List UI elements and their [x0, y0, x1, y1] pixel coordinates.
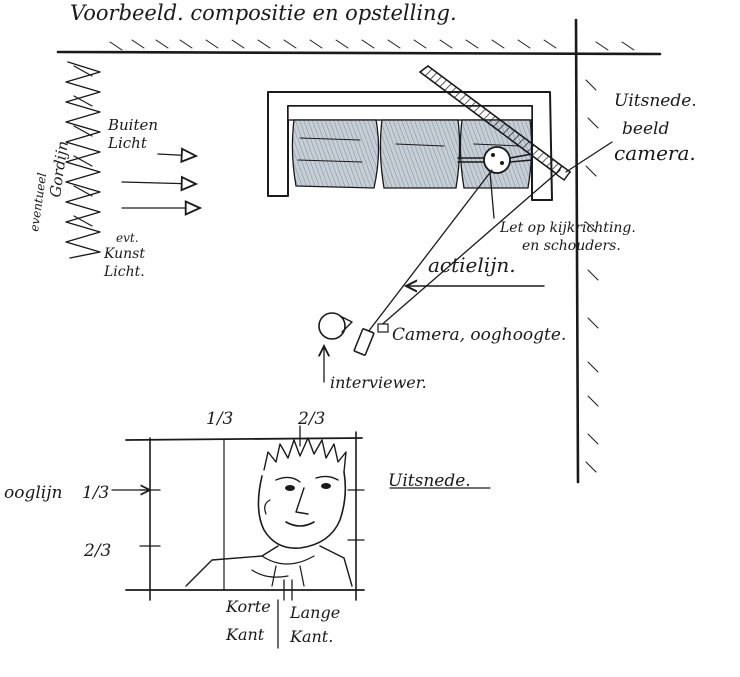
- short-side-kant-label: Kant: [225, 625, 265, 644]
- long-side-kant-label: Kant.: [289, 627, 333, 646]
- artificial-light-label: Licht.: [103, 264, 145, 280]
- camera-sightlines: [367, 169, 561, 333]
- portrait-sketch: [185, 437, 353, 587]
- one-third-top-label: 1/3: [206, 409, 233, 429]
- frame-label-pointer: [565, 141, 613, 173]
- gaze-note: Let op kijkrichting.: [499, 220, 636, 236]
- interviewee-figure: [457, 146, 533, 174]
- light-arrows: [121, 147, 203, 216]
- framing-diagram: [111, 425, 365, 649]
- camera-label: Camera, ooghoogte.: [392, 325, 566, 345]
- page-title: Voorbeeld. compositie en opstelling.: [70, 1, 457, 25]
- frame-edge-marker: [418, 65, 572, 181]
- interviewer-figure: [319, 312, 353, 383]
- frame-label-line3: camera.: [614, 141, 696, 165]
- frame-label-line2: beeld: [622, 119, 669, 139]
- interviewer-label: interviewer.: [330, 373, 427, 392]
- outside-label: Buiten: [107, 116, 158, 134]
- short-side-label: Korte: [225, 597, 271, 616]
- frame-label-line1: Uitsnede.: [614, 91, 697, 111]
- action-line-label: actielijn.: [428, 253, 516, 277]
- long-side-label: Lange: [289, 603, 340, 622]
- room-walls: [56, 18, 662, 484]
- two-thirds-left-label: 2/3: [83, 541, 111, 561]
- outside-light-label: Licht: [107, 134, 148, 152]
- eye-line-label: ooglijn: [4, 483, 62, 503]
- curtain: [65, 61, 101, 259]
- gaze-pointer: [489, 171, 495, 219]
- crop-label: Uitsnede.: [388, 471, 471, 491]
- artificial-label: Kunst: [103, 246, 145, 262]
- sofa: [267, 91, 553, 201]
- shoulders-note: en schouders.: [522, 238, 621, 254]
- one-third-left-label: 1/3: [82, 483, 109, 503]
- optional-label: eventueel: [27, 172, 49, 233]
- two-thirds-top-label: 2/3: [297, 409, 325, 429]
- artificial-prefix-label: evt.: [116, 231, 139, 245]
- curtain-label: Gordijn: [46, 140, 72, 199]
- camera-icon: [353, 323, 389, 356]
